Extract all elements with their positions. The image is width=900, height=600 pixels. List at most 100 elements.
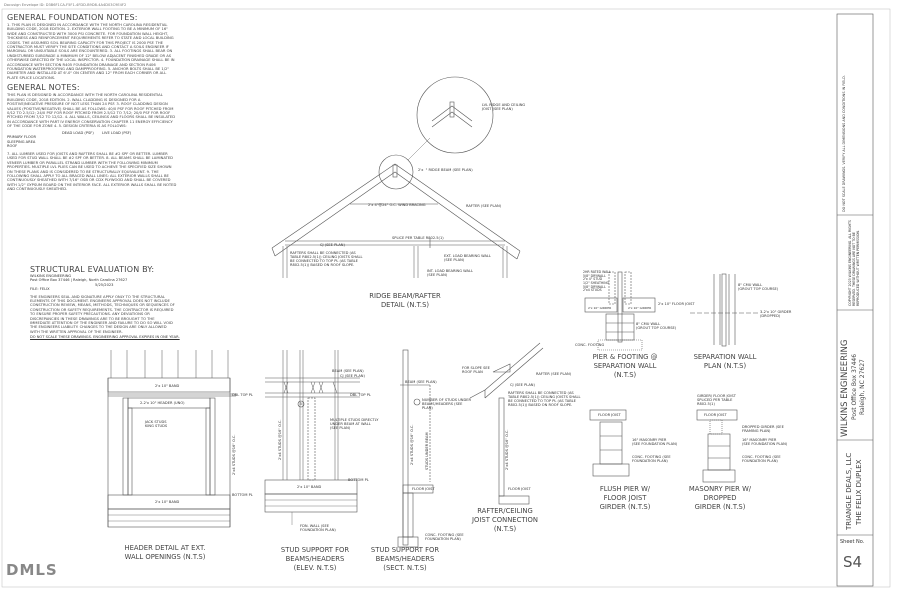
pier-sep-title: PIER & FOOTING @	[592, 353, 658, 361]
header-detail-subtitle: WALL OPENINGS (N.T.S)	[124, 553, 206, 561]
label-header: 2-2'x 10" HEADER (UNO)	[140, 401, 185, 405]
stud-elev-title: STUD SUPPORT FOR	[280, 546, 350, 554]
label-beam: BEAM (SEE PLAN)	[332, 369, 364, 373]
rafter-connection-drawing	[469, 342, 544, 505]
separation-wall-drawing	[690, 273, 760, 347]
rafter-detail-subtitle: JOIST CONNECTION	[472, 516, 538, 524]
label-connection-note: RAFTERS SHALL BE CONNECTED (AS TABLE R80…	[508, 391, 581, 408]
label-cj: CJ (SEE PLAN)	[510, 383, 535, 387]
label-footing: CONC. FOOTING (SEE FOUNDATION PLAN)	[632, 455, 671, 464]
label-stud-spacing: 2'x4 STUDS @16" O.C.	[278, 419, 282, 460]
label-cj: CJ (SEE PLAN)	[340, 374, 365, 378]
pier-sep-note: (N.T.S)	[613, 371, 637, 379]
label-multiple-studs: MULTIPLE STUDS DIRECTLY UNDER BEAM AT WA…	[330, 418, 379, 431]
label-band-bottom: 2'x 10" BAND	[155, 500, 180, 504]
rafter-detail-title: RAFTER/CEILING	[477, 507, 533, 515]
stud-elev-note: (ELEV. N.T.S)	[293, 564, 337, 572]
evaluation-firm: WILKINS ENGINEERING	[30, 274, 72, 278]
general-notes-body: THIS PLAN IS DESIGNED IN ACCORDANCE WITH…	[7, 93, 176, 129]
label-cmu-wall: 8" CMU WALL (GROUT TOP COURSE)	[636, 322, 677, 331]
sheet-number: S4	[843, 553, 863, 571]
label-floor-joist: FLOOR JOIST	[412, 487, 435, 491]
label-wall-layers: 2HR RATED WALL 5/8" DRYWALL 2'x 4" STUD …	[583, 270, 611, 293]
label-dbl-top: DBL TOP PL	[350, 393, 371, 397]
label-floor-joist: FLOOR JOIST	[508, 487, 531, 491]
label-footing: CONC. FOOTING (SEE FOUNDATION PLAN)	[425, 533, 464, 542]
load-table: DEAD LOAD (PSF) LIVE LOAD (PSF) PRIMARY …	[7, 131, 142, 149]
foundation-notes-title: GENERAL FOUNDATION NOTES:	[7, 13, 138, 22]
disclaimer-underlined: DO NOT SCALE THESE DRAWINGS. ENGINEERING…	[30, 335, 180, 340]
label-rafter: RAFTER (SEE PLAN)	[536, 372, 572, 376]
envelope-id: Docusign Envelope ID: D3B6F1CA-F5F1-4FDD…	[4, 3, 127, 7]
stud-elev-subtitle: BEAMS/HEADERS	[285, 555, 345, 563]
label-studs-vertical: STUDS UNDER BEAM	[425, 432, 429, 470]
masonry-pier-subtitle: DROPPED	[703, 494, 737, 502]
label-fdn-wall: FDN. WALL (SEE FOUNDATION PLAN)	[300, 524, 336, 533]
sep-wall-title: SEPARATION WALL	[693, 353, 757, 361]
structural-evaluation-title: STRUCTURAL EVALUATION BY:	[30, 265, 155, 274]
label-studs: JACK STUDS KING STUDS	[145, 420, 168, 429]
load-row: ROOF	[7, 144, 18, 149]
project-name: THE FELIX DUPLEX	[855, 459, 863, 525]
title-block-frame	[836, 13, 874, 587]
firm-address-1: Post Office Box 37446	[851, 353, 858, 420]
label-footing: CONC. FOOTING (SEE FOUNDATION PLAN)	[742, 455, 781, 464]
label-ridge-beam: 2'x " RIDGE BEAM (SEE PLAN)	[418, 168, 473, 172]
stud-section-drawing	[397, 349, 434, 548]
load-row: PRIMARY FLOOR	[7, 135, 36, 140]
load-row: SLEEPING AREA	[7, 139, 36, 144]
dmls-watermark: DMLS	[6, 561, 58, 579]
label-girder-right: 2'x 10" GIRDER	[628, 306, 652, 310]
flush-pier-title: FLUSH PIER W/	[599, 485, 651, 493]
header-detail-drawing	[107, 350, 236, 528]
label-masonry-pier: 16" MASONRY PIER (SEE FOUNDATION PLAN)	[742, 438, 788, 447]
disclaimer: THE ENGINEERS SEAL AND SIGNATURE APPLY O…	[30, 294, 175, 334]
ridge-detail-subtitle: DETAIL (N.T.S)	[380, 301, 430, 309]
stud-elevation-drawing	[264, 350, 360, 525]
label-stud-spacing: 2'x4 STUDS @16" O.C.	[505, 429, 509, 470]
header-detail-title: HEADER DETAIL AT EXT.	[124, 544, 206, 552]
evaluation-address: Post Office Box 37446 | Raleigh, North C…	[30, 278, 128, 283]
stud-count-marker: 3	[299, 402, 302, 406]
label-floor-joist: FLOOR JOIST	[704, 413, 727, 417]
evaluation-column: STRUCTURAL EVALUATION BY: WILKINS ENGINE…	[30, 262, 180, 340]
label-band-top: 2'x 10" BAND	[155, 384, 180, 388]
general-notes-body-2: 7. ALL LUMBER USED FOR JOISTS AND RAFTER…	[7, 151, 177, 192]
label-band: 2'x 10" BAND	[297, 485, 322, 489]
client-name: TRIANGLE DEALS, LLC	[845, 452, 853, 530]
sheet-label: Sheet No.	[840, 539, 865, 545]
label-cmu-wall: 8" CMU WALL (GROUT TOP COURSE)	[738, 283, 779, 292]
rafter-detail-note: (N.T.S)	[493, 525, 517, 533]
load-header-dead: DEAD LOAD (PSF)	[62, 130, 94, 135]
evaluation-date: 5/25/2023	[95, 282, 114, 287]
sep-wall-subtitle: PLAN (N.T.S)	[703, 362, 747, 370]
file-label: FILE: FELIX	[30, 287, 50, 292]
label-masonry-pier: 16" MASONRY PIER (SEE FOUNDATION PLAN)	[632, 438, 678, 447]
stud-sect-note: (SECT. N.T.S)	[383, 564, 427, 572]
flush-pier-note: GIRDER (N.T.S)	[599, 503, 651, 511]
label-dropped-girder: DROPPED GIRDER (SEE FRAMING PLAN)	[742, 425, 784, 434]
stud-sect-subtitle: BEAMS/HEADERS	[375, 555, 435, 563]
flush-pier-subtitle: FLOOR JOIST	[603, 494, 647, 502]
sheet-border	[1, 8, 891, 588]
pier-sep-subtitle: SEPARATION WALL	[593, 362, 657, 370]
foundation-notes-body: 1. THIS PLAN IS DESIGNED IN ACCORDANCE W…	[7, 23, 175, 80]
label-int-wall: INT. LOAD BEARING WALL (SEE PLAN)	[427, 269, 473, 278]
ridge-detail-drawing	[271, 76, 521, 278]
general-notes-title: GENERAL NOTES:	[7, 83, 80, 93]
label-ridge-ceiling: LVL RIDGE AND CEILING JOIST (SEE PLAN)	[482, 103, 526, 112]
label-connection-note: RAFTERS SHALL BE CONNECTED (AS TABLE R80…	[290, 251, 363, 268]
label-bottom: BOTTOM PL	[348, 478, 369, 482]
ridge-detail-title: RIDGE BEAM/RAFTER	[369, 292, 441, 300]
label-spliced: GIRDER/ FLOOR JOIST SPLICED PER TABLE R8…	[697, 394, 736, 407]
notes-column: GENERAL FOUNDATION NOTES: 1. THIS PLAN I…	[7, 10, 177, 192]
label-footing: CONC. FOOTING	[575, 343, 605, 347]
label-dbl-top: DBL TOP PL	[232, 393, 253, 397]
label-ext-wall: EXT. LOAD BEARING WALL (SEE PLAN)	[444, 254, 491, 263]
label-stud-spacing: 2'x4 STUDS @16" O.C.	[410, 424, 414, 465]
label-cj: CJ (SEE PLAN)	[320, 243, 345, 247]
load-header-live: LIVE LOAD (PSF)	[102, 130, 132, 135]
label-studs-note: NUMBER OF STUDS UNDER BEAMS/HEADERS (SEE…	[422, 398, 471, 411]
